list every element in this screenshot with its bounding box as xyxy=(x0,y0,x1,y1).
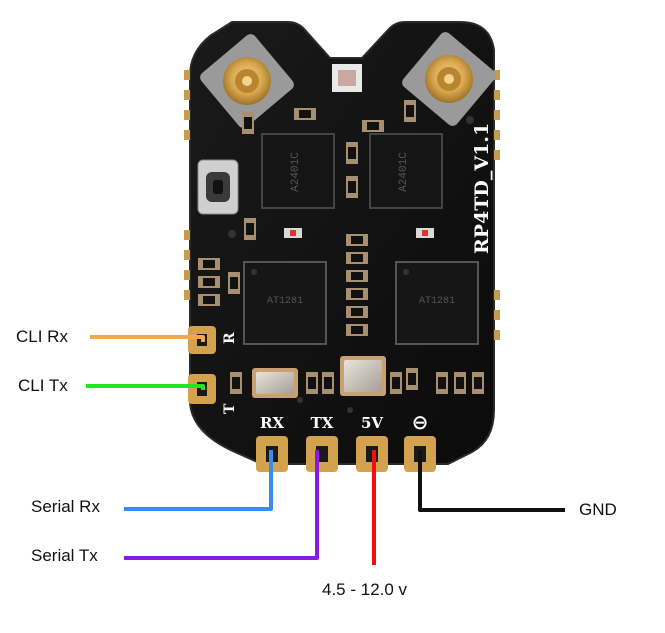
rf-chip-left-mark: A2401C xyxy=(290,152,302,192)
rf-chip-right: A2401C xyxy=(369,133,443,209)
antenna-connector-left-icon xyxy=(200,34,294,128)
pad-label-t: T xyxy=(222,403,238,414)
crystal-left xyxy=(252,368,298,398)
pad-label-r: R xyxy=(222,332,238,344)
led-icon xyxy=(332,64,362,92)
pad-label-gnd: ⊖ xyxy=(412,410,429,434)
pad-label-rx: RX xyxy=(260,414,284,432)
wire-cli-rx xyxy=(90,335,205,342)
antenna-connector-right-icon xyxy=(402,32,496,126)
wire-cli-tx xyxy=(86,384,205,390)
mcu-chip-left-mark: AT1281 xyxy=(267,296,303,307)
label-cli-tx: CLI Tx xyxy=(18,376,68,395)
rf-chip-left: A2401C xyxy=(261,133,335,209)
label-gnd: GND xyxy=(579,500,617,519)
pad-serial-tx[interactable] xyxy=(306,436,338,472)
label-power: 4.5 - 12.0 v xyxy=(322,580,408,599)
label-serial-rx: Serial Rx xyxy=(31,497,100,516)
mcu-chip-right-mark: AT1281 xyxy=(419,296,455,307)
bind-button-icon[interactable] xyxy=(197,159,239,215)
rf-chip-right-mark: A2401C xyxy=(398,152,410,192)
wire-gnd xyxy=(418,450,565,512)
wire-serial-tx xyxy=(124,450,319,560)
pad-label-tx: TX xyxy=(311,414,334,432)
passive-components xyxy=(198,100,484,413)
wire-serial-rx xyxy=(124,450,273,511)
pcb-edge-pads xyxy=(184,70,500,340)
label-serial-tx: Serial Tx xyxy=(31,546,98,565)
board-name-label: RP4TD_V1.1 xyxy=(471,123,493,254)
crystal-right xyxy=(340,356,386,396)
pad-label-5v: 5V xyxy=(361,414,383,432)
mcu-chip-left: AT1281 xyxy=(243,261,327,345)
label-cli-rx: CLI Rx xyxy=(16,327,68,346)
mcu-chip-right: AT1281 xyxy=(395,261,479,345)
